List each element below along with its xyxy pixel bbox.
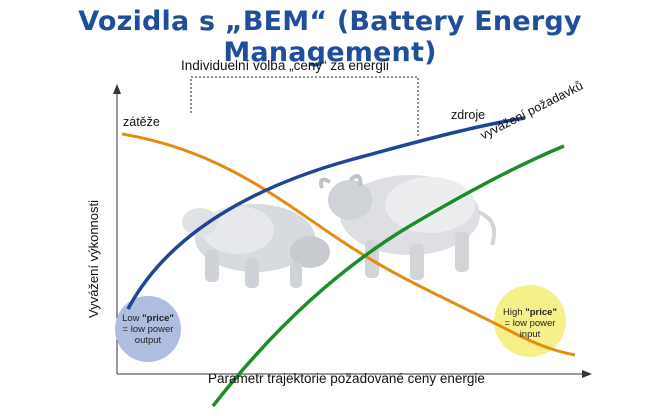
balance-curve [211, 144, 565, 408]
high-price-bubble [494, 285, 566, 357]
y-axis-label: Vyvážení výkonnosti [86, 199, 101, 318]
high-price-line1: High [503, 307, 526, 318]
low-price-line1: Low [122, 313, 143, 324]
low-price-line2: = low power [122, 324, 174, 335]
low-price-line3: output [134, 335, 162, 346]
slide-title: Vozidla s „BEM“ (Battery Energy Manageme… [0, 6, 660, 68]
load-curve [121, 132, 576, 357]
low-price-bubble [115, 296, 181, 362]
load-curve-label: zátěže [123, 115, 160, 129]
title-text: Vozidla s „BEM“ (Battery Energy Manageme… [78, 6, 582, 68]
high-price-line2: = low power [504, 318, 556, 329]
x-axis-arrow [582, 370, 592, 378]
high-price-text: High "price" = low power input [494, 307, 566, 340]
source-curve [126, 116, 526, 310]
price-bracket [190, 76, 419, 138]
y-axis-arrow [113, 84, 121, 94]
high-price-line3: input [519, 329, 541, 340]
low-price-text: Low "price" = low power output [115, 313, 181, 346]
high-price-keyword: "price" [525, 307, 557, 318]
low-price-keyword: "price" [142, 313, 174, 324]
bear-figure [182, 204, 330, 288]
source-curve-label: zdroje [451, 108, 486, 122]
bracket-label: Individuelní volba „ceny“ za energii [181, 58, 389, 73]
bull-figure [319, 174, 497, 280]
x-axis-label: Parametr trajektorie požadované ceny ene… [208, 371, 485, 386]
